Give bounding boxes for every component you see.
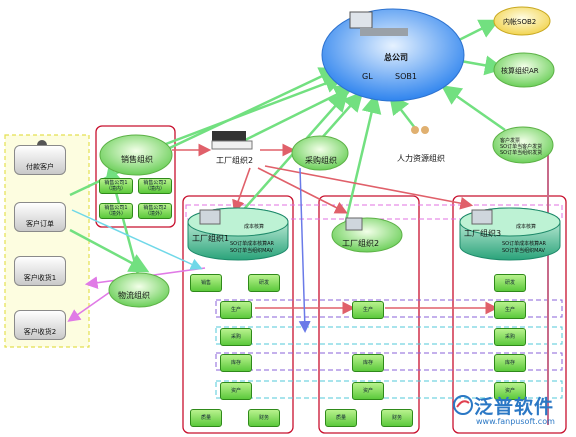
sob2-label: 内帐SOB2 xyxy=(503,18,537,26)
purchase-org-label: 采购组织 xyxy=(305,156,337,165)
building-icon xyxy=(345,217,363,231)
customer-receive-1: 客户收货1 xyxy=(14,256,66,286)
hq-ellipse xyxy=(321,8,465,102)
f2-warehouse: 库存 xyxy=(352,354,384,372)
customer-payment: 付款客户 xyxy=(14,145,66,175)
building-icon xyxy=(199,209,221,225)
f3-purchase: 采购 xyxy=(494,328,526,346)
f1-asset: 资产 xyxy=(220,382,252,400)
f3-rd: 研发 xyxy=(494,274,526,292)
hq-desk-icon xyxy=(360,28,408,36)
sub-sales-2: 销售公司2（境内） xyxy=(138,178,172,194)
hq-gl: GL xyxy=(362,72,373,81)
factory2-frame xyxy=(318,195,420,434)
factory-icon xyxy=(212,131,246,141)
ar-label: 核算组织AR xyxy=(501,67,539,75)
sales-org-node xyxy=(99,134,173,176)
f1-warehouse: 库存 xyxy=(220,354,252,372)
purchase-org-node xyxy=(291,135,349,171)
f1-production: 生产 xyxy=(220,301,252,319)
customer-order: 客户订单 xyxy=(14,202,66,232)
person-icon xyxy=(411,126,419,134)
ar-node xyxy=(493,52,555,88)
factory1-note1: 成本核算 xyxy=(244,224,265,230)
f2-asset: 资产 xyxy=(352,382,384,400)
brand-logo-icon xyxy=(453,395,473,415)
f2-finance: 财务 xyxy=(381,409,413,427)
cost-org-label: 客户发票 SO订单当客户发货 SO订单当组织发货 xyxy=(500,138,543,156)
logistics-label: 物流组织 xyxy=(118,291,150,300)
sob2-node xyxy=(493,6,551,36)
brand-url: www.fanpusoft.com xyxy=(476,417,555,426)
sales-org-label: 销售组织 xyxy=(121,155,153,164)
hq-sob: SOB1 xyxy=(395,72,417,81)
hq-monitor-icon xyxy=(349,11,373,29)
factory1-name: 工厂组织1 xyxy=(192,234,230,243)
sub-sales-1: 销售公司1（境内） xyxy=(99,178,133,194)
sub-sales-4: 销售公司2（境外） xyxy=(138,203,172,219)
factory3-name: 工厂组织3 xyxy=(464,229,502,238)
factory3-note3: SO订单当组织MAV xyxy=(502,248,545,254)
factory1-note2: SO订单成本核算AR xyxy=(230,241,275,247)
logistics-node xyxy=(108,272,170,308)
f2-quality: 质量 xyxy=(325,409,357,427)
factory3-note1: 成本核算 xyxy=(516,224,537,230)
person-icon xyxy=(421,126,429,134)
factory2-name: 工厂组织2 xyxy=(342,239,380,248)
factory1-frame xyxy=(182,195,294,434)
cost-org-node xyxy=(492,126,554,164)
factory1-note3: SO订单当组织MAV xyxy=(230,248,273,254)
customer-receive-2: 客户收货2 xyxy=(14,310,66,340)
sub-sales-3: 销售公司1（境外） xyxy=(99,203,133,219)
f1-finance: 财务 xyxy=(248,409,280,427)
factory2-top-label: 工厂组织2 xyxy=(216,156,254,165)
f1-purchase: 采购 xyxy=(220,328,252,346)
brand-watermark: 泛普软件 www.fanpusoft.com xyxy=(452,392,576,437)
factory3-note2: SO订单成本核算AR xyxy=(502,241,547,247)
f3-asset: 资产 xyxy=(494,382,526,400)
hr-org-label: 人力资源组织 xyxy=(397,154,445,163)
f3-production: 生产 xyxy=(494,301,526,319)
factory3-frame xyxy=(452,195,567,434)
sales-frame xyxy=(95,125,176,228)
building-icon xyxy=(471,209,493,225)
f1-quality: 质量 xyxy=(190,409,222,427)
hq-name: 总公司 xyxy=(384,53,408,62)
f3-warehouse: 库存 xyxy=(494,354,526,372)
f1-rd: 研发 xyxy=(248,274,280,292)
f2-production: 生产 xyxy=(352,301,384,319)
brand-name: 泛普软件 xyxy=(474,396,555,418)
f1-sales: 销售 xyxy=(190,274,222,292)
